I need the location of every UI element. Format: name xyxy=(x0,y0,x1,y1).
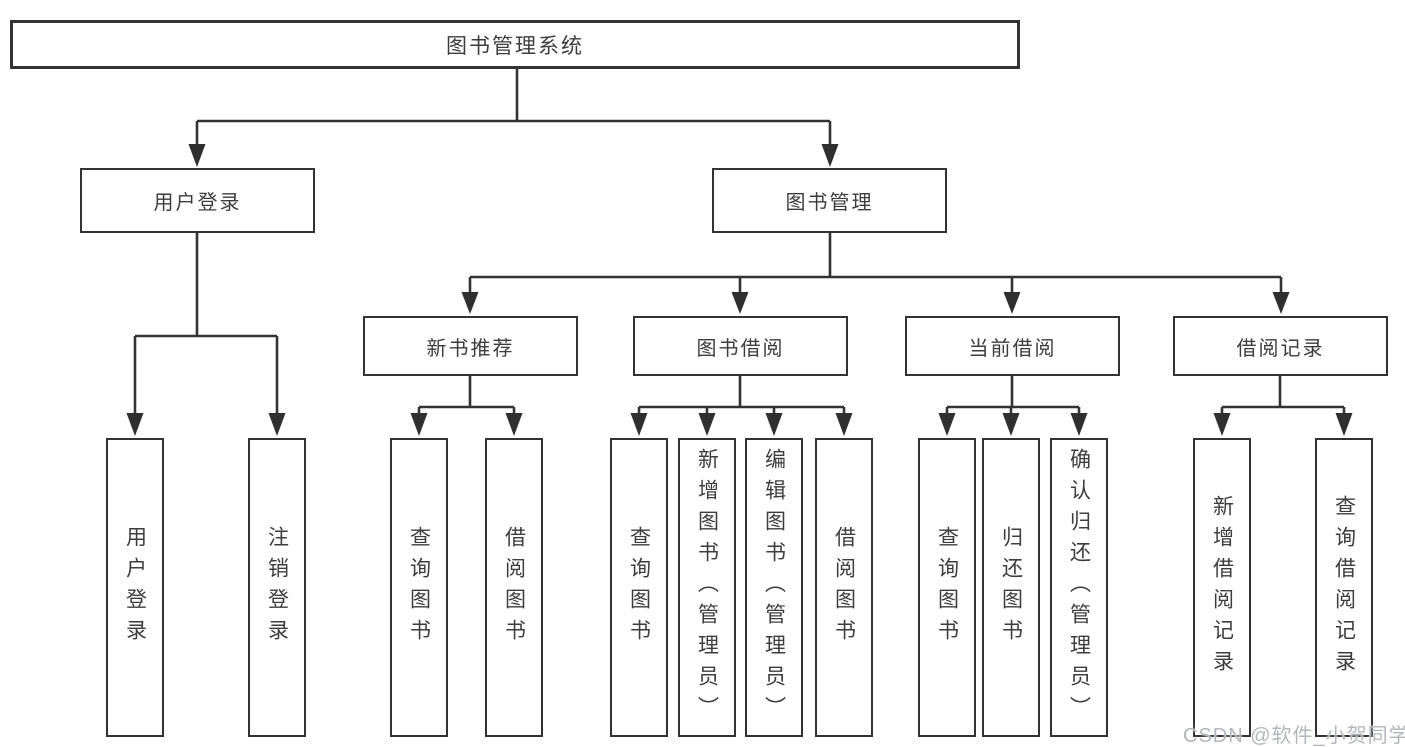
connector-user-login-to-leaves xyxy=(133,233,279,414)
arrowhead xyxy=(835,413,853,436)
node-book-management: 图书管理 xyxy=(712,168,947,233)
leaf-query-books-current: 查询图书 xyxy=(918,438,976,737)
leaf-return-book: 归还图书 xyxy=(982,438,1040,737)
leaf-label: 借阅图书 xyxy=(502,525,526,650)
arrowhead xyxy=(505,413,523,436)
connector-book-borrowing-to-leaves xyxy=(637,376,846,414)
node-label: 图书借阅 xyxy=(696,337,785,360)
node-new-book-recommend: 新书推荐 xyxy=(363,316,578,376)
csdn-watermark: CSDN @软件_小贺同学 xyxy=(1183,725,1405,747)
arrowhead xyxy=(268,413,286,436)
arrowheads xyxy=(126,144,1353,436)
leaf-add-borrow-record: 新增借阅记录 xyxy=(1193,438,1251,737)
node-current-borrowing: 当前借阅 xyxy=(905,316,1120,376)
arrowhead xyxy=(188,144,206,167)
arrowhead xyxy=(698,413,716,436)
leaf-label: 查询图书 xyxy=(935,525,959,650)
arrowhead xyxy=(461,292,479,314)
leaf-query-books-recommend: 查询图书 xyxy=(390,438,448,737)
node-user-login: 用户登录 xyxy=(80,168,315,233)
node-library-management-system: 图书管理系统 xyxy=(10,20,1020,69)
leaf-label: 查询借阅记录 xyxy=(1332,494,1356,681)
node-label: 借阅记录 xyxy=(1236,337,1325,360)
leaf-query-borrow-record: 查询借阅记录 xyxy=(1315,438,1373,737)
connector-borrowing-records-to-leaves xyxy=(1220,376,1346,414)
leaf-label: 归还图书 xyxy=(999,525,1023,650)
leaf-label: 查询图书 xyxy=(407,525,431,650)
leaf-label: 注销登录 xyxy=(265,525,289,650)
node-borrowing-records: 借阅记录 xyxy=(1173,316,1388,376)
leaf-logout: 注销登录 xyxy=(248,438,306,737)
leaf-label: 确认归还（管理员） xyxy=(1067,448,1091,727)
leaf-label: 新增借阅记录 xyxy=(1210,494,1234,681)
leaf-label: 查询图书 xyxy=(627,525,651,650)
leaf-user-login: 用户登录 xyxy=(106,438,164,737)
arrowhead xyxy=(1003,292,1021,314)
leaf-label: 新增图书（管理员） xyxy=(695,448,719,727)
arrowhead xyxy=(1213,413,1231,436)
arrowhead xyxy=(1272,292,1290,314)
leaf-label: 编辑图书（管理员） xyxy=(762,448,786,727)
node-label: 新书推荐 xyxy=(426,337,515,360)
arrowhead xyxy=(821,144,839,167)
arrowhead xyxy=(126,413,144,436)
arrowhead xyxy=(410,413,428,436)
arrowhead xyxy=(938,413,956,436)
connector-new-book-recommend-to-leaves xyxy=(417,376,516,414)
connector-book-management-to-level3 xyxy=(468,233,1283,293)
leaf-query-books-borrowing: 查询图书 xyxy=(610,438,668,737)
arrowhead xyxy=(731,292,749,314)
connector-root-to-level2 xyxy=(195,69,832,146)
connector-current-borrowing-to-leaves xyxy=(945,376,1081,414)
arrowhead xyxy=(630,413,648,436)
arrowhead xyxy=(1335,413,1353,436)
leaf-confirm-return-admin: 确认归还（管理员） xyxy=(1050,438,1108,737)
leaf-edit-book-admin: 编辑图书（管理员） xyxy=(745,438,803,737)
node-label: 当前借阅 xyxy=(968,337,1057,360)
node-label: 用户登录 xyxy=(153,192,242,214)
leaf-add-book-admin: 新增图书（管理员） xyxy=(678,438,736,737)
leaf-label: 借阅图书 xyxy=(832,525,856,650)
node-label: 图书管理系统 xyxy=(446,34,584,58)
arrowhead xyxy=(1070,413,1088,436)
node-label: 图书管理 xyxy=(785,192,874,214)
arrowhead xyxy=(1002,413,1020,436)
leaf-borrow-books-recommend: 借阅图书 xyxy=(485,438,543,737)
node-book-borrowing: 图书借阅 xyxy=(633,316,848,376)
arrowhead xyxy=(765,413,783,436)
leaf-label: 用户登录 xyxy=(123,525,147,650)
leaf-borrow-books-borrowing: 借阅图书 xyxy=(815,438,873,737)
